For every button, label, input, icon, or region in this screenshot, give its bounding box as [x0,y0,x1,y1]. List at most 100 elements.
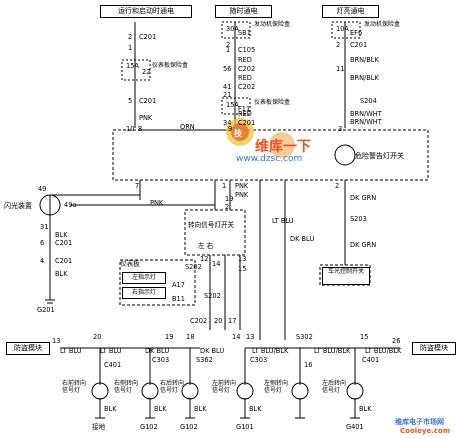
lamp-symbol [141,382,159,400]
supply-lamp-on-label: 灯亮通电 [336,7,365,15]
wire-color: LT BLU [272,217,294,225]
ground-label: G102 [140,423,158,431]
pin-label: 4 [40,257,45,265]
wire-color: PNK [235,182,249,190]
watermark-logo-icon [226,118,295,158]
pin-label: 9 [228,125,233,133]
connector-label: B11 [172,295,185,303]
pin-label: 2 [128,33,133,41]
wire-color: RED [238,110,252,118]
lamp-symbol [346,382,364,400]
wire-color: BRN/WHT [350,110,382,118]
connector-label: C401 [362,356,380,364]
wire-color: BLK [249,405,262,413]
connector-label: C201 [139,33,157,41]
connector-label: C201 [55,239,73,247]
supply-always-on: 随时通电 [215,5,272,18]
connector-label: S203 [350,215,367,223]
pin-label: 41 [223,83,232,91]
fuse-rating: 15A [126,62,139,70]
pin-label: 5 [128,97,133,105]
flasher-symbol [39,194,61,216]
lamp-symbol [181,382,199,400]
pin-label: 34 [223,119,232,127]
watermark-text: 维库一下 [255,139,311,155]
connector-label: C202 [238,65,256,73]
pin-label: 7 [135,182,140,190]
wire-color: BRN/BLK [350,56,379,64]
pin-label: 16 [304,361,313,369]
pin-label: 13 [246,333,255,341]
wire-color: LT BLU [100,347,122,355]
connector-label: C201 [139,97,157,105]
flasher-label: 闪光装置 [4,202,32,210]
pin-label: 1 [222,182,227,190]
pin-label: 26 [392,337,401,345]
wire-color: BLK [55,231,68,239]
right-indicator: 右指示灯 [122,287,166,299]
watermark-url: www.dzsc.com [236,154,303,164]
lamp-symbol [91,382,109,400]
fuse-box-label: 仪表板保险盒 [254,99,291,106]
lamp-label-left-front: 左前转向信号灯 [212,380,237,394]
pin-label: 2 [226,41,231,49]
pin-label: 3 [338,125,343,133]
pin-label: 20 [214,317,223,325]
lamp-label-right-front: 右前转向信号灯 [62,380,87,394]
lamp-symbol [291,382,309,400]
wire-color: PNK [235,191,249,199]
left-indicator: 左指示灯 [122,272,166,284]
watermark-bottom: 维库电子市场网 [395,418,444,426]
pin-label: 8 [138,125,143,133]
wire-color: DK GRN [350,241,377,249]
supply-run-start-label: 运行和启动时通电 [118,7,174,15]
wire-color: BLK [154,405,167,413]
wire-color: BLK [194,405,207,413]
connector-label: S202 [204,292,221,300]
connector-label: S202 [185,263,202,271]
fuse-box-label: 发动机保险盒 [364,21,401,28]
pin-label: 11 [336,65,345,73]
wire-color: BLK [359,405,372,413]
pin-label: 13 [52,337,61,345]
connector-label: C202 [190,317,208,325]
wire-color: DK GRN [350,194,377,202]
pin-label: 19 [165,333,174,341]
pin-label: 49a [64,201,77,209]
wire-color: RED [238,74,252,82]
ground-label: G201 [37,306,55,314]
ground-label: G101 [236,423,254,431]
pin-label: 21 [223,91,232,99]
wire-color: BRN/BLK [350,74,379,82]
lamp-label-left-rear: 左后转向信号灯 [322,380,347,394]
supply-lamp-on: 灯亮通电 [322,5,379,18]
turn-switch-label: 转向信号灯开关 [188,221,235,229]
light-control-switch: 车光控制开关 [322,267,370,285]
wire-color: DK BLU [290,235,315,243]
security-module-left-label: 防盗模块 [14,344,42,352]
connector-label: C303 [152,356,170,364]
supply-always-on-label: 随时通电 [229,7,258,15]
lamp-label-right-rear: 右后转向信号灯 [160,380,185,394]
pin-label: 49 [38,185,47,193]
connector-label: C401 [104,361,122,369]
hazard-switch-label: 危险警告灯开关 [355,152,404,160]
fuse-rating: 10A [336,25,349,33]
connector-label: A17 [172,281,185,289]
pin-label: 17 [228,317,237,325]
lamp-label-left-side: 左侧转向信号灯 [264,380,289,394]
fuse-box-label: 发动机保险盒 [254,21,291,28]
wire-color: BRN/WHT [350,118,382,126]
pin-label: 12 [200,255,209,263]
wire-color: ORN [180,123,195,131]
pin-label: 6 [40,239,45,247]
pin-label: 1 [226,46,231,54]
connector-label: C201 [350,41,368,49]
pin-label: 56 [223,65,232,73]
pin-label: 18 [186,333,195,341]
connector-label: C303 [250,356,268,364]
wire-color: BLK [104,405,117,413]
wire-color: LT BLU/BLK [314,347,351,355]
pin-label: 2 [336,41,341,49]
